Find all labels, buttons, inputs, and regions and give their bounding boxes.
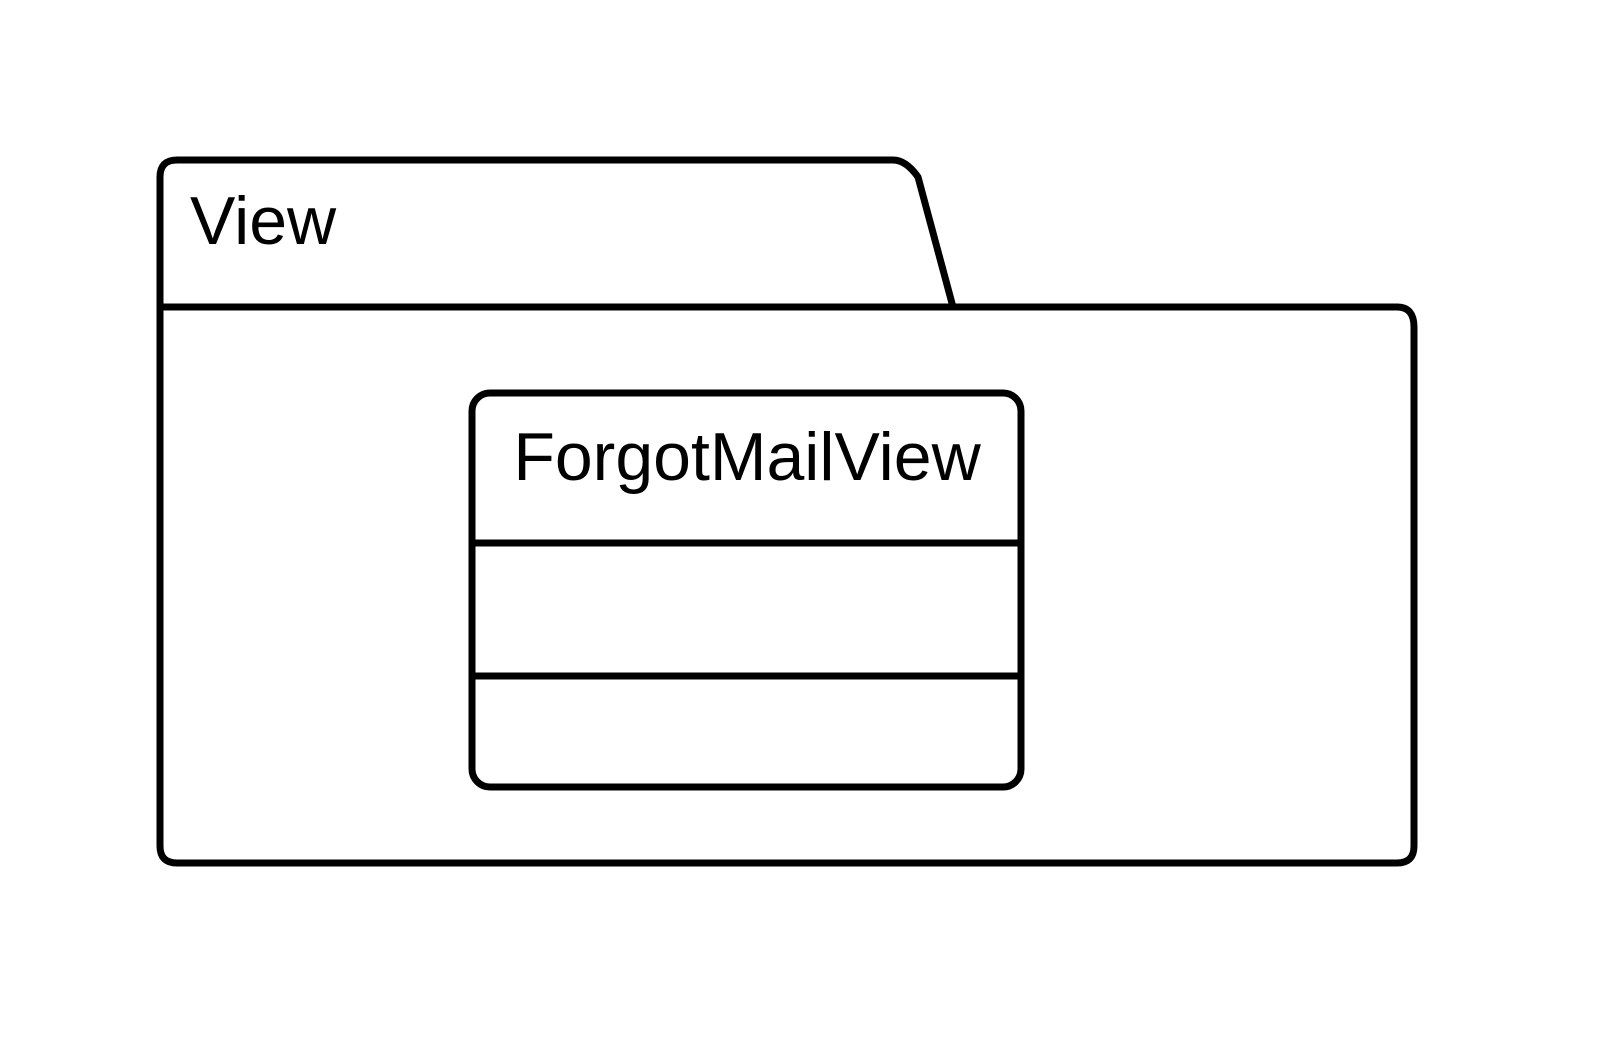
package-body	[156, 303, 1418, 867]
class-forgotmailview[interactable]	[468, 389, 1025, 791]
package-tab	[156, 156, 957, 308]
class-box	[468, 389, 1025, 791]
package-view[interactable]	[156, 156, 1418, 867]
class-name: ForgotMailView	[513, 419, 981, 495]
package-name: View	[190, 183, 337, 259]
